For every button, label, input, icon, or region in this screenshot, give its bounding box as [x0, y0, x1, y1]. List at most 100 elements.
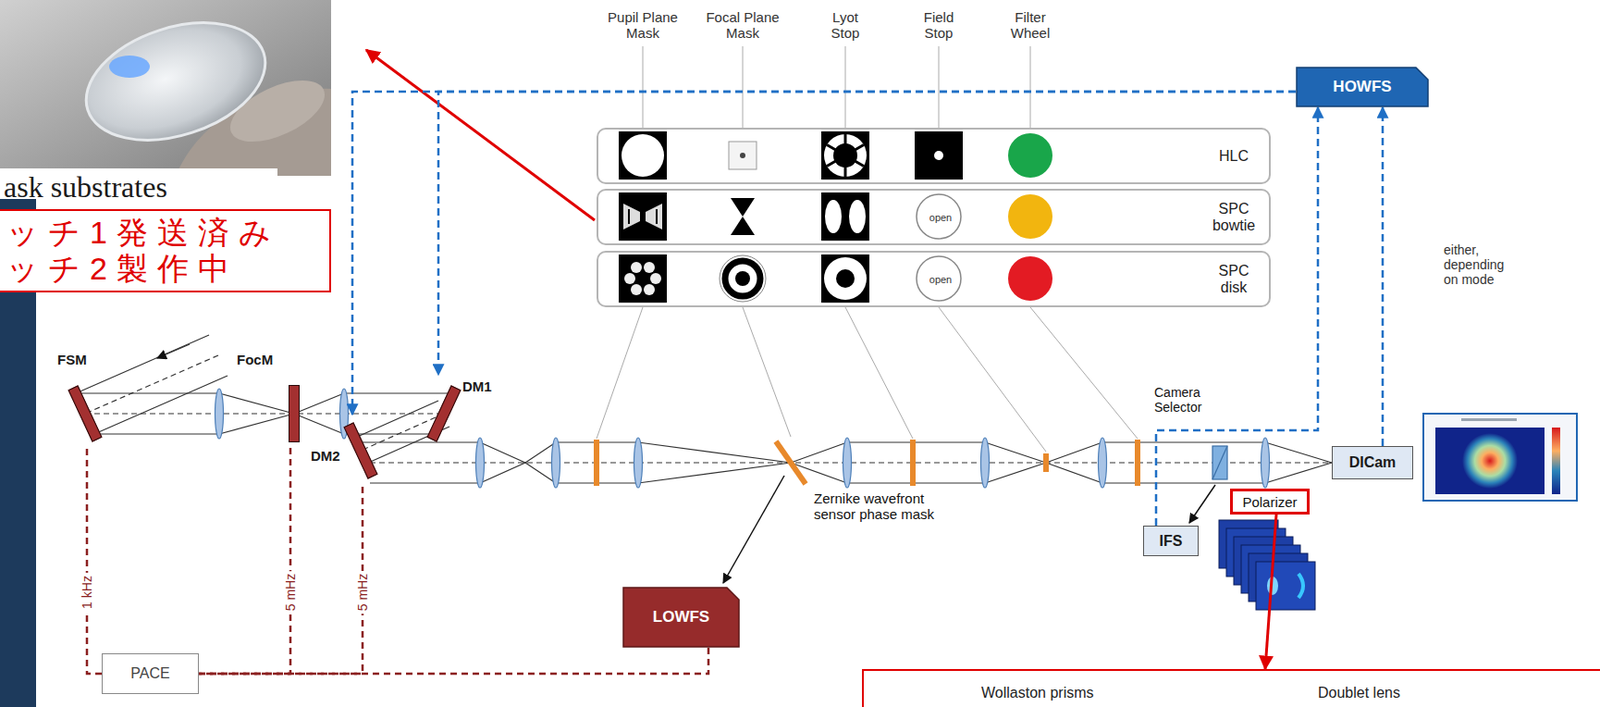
camera-selector: [1212, 445, 1228, 480]
column-header: Lyot Stop: [824, 9, 866, 42]
mask-planes: [593, 439, 1141, 486]
incoming-beam: [157, 344, 190, 358]
upper-beam: [75, 393, 454, 464]
disk-masks: [821, 254, 870, 303]
disk-masks: [650, 272, 662, 284]
bowtie-masks: [655, 209, 658, 224]
bowtie-masks: [824, 199, 842, 234]
upper-beam: [75, 392, 220, 394]
camera-box: IFS: [1143, 525, 1199, 556]
column-guides: [938, 46, 940, 128]
bowtie-masks: [618, 192, 1053, 241]
camera-name: DICam: [1349, 454, 1397, 471]
zernike-arrow: [723, 475, 785, 583]
substrate-photo: [0, 168, 278, 208]
column-header: Pupil Plane Mask: [603, 9, 683, 42]
disk-masks: [618, 254, 667, 303]
bowtie-masks: [730, 197, 755, 235]
mode-name: HLC: [1207, 147, 1260, 164]
bowtie-masks: [645, 203, 663, 230]
upper-beam: [294, 393, 345, 414]
hlc-masks: [826, 145, 864, 167]
photo-caption: ask substrates: [3, 170, 168, 205]
dicam-image: [1462, 432, 1518, 489]
main-beam: [847, 481, 985, 483]
sensor-name: LOWFS: [652, 607, 710, 627]
upper-beam: [355, 400, 439, 438]
sensor-name: HOWFS: [1332, 77, 1391, 97]
lenses: [634, 437, 643, 488]
bowtie-masks: [730, 197, 743, 235]
lenses: [1261, 437, 1270, 488]
main-beam: [847, 441, 985, 443]
disk-masks: [1008, 256, 1053, 301]
upper-beam: [294, 413, 345, 434]
main-beam: [1102, 481, 1266, 483]
part-name: Doublet lens: [1317, 684, 1401, 702]
mirror-node: FSM: [51, 351, 106, 444]
camera-name: IFS: [1159, 532, 1183, 550]
disk-masks: [624, 272, 636, 284]
bowtie-masks: [1008, 194, 1053, 239]
column-guides: [1030, 307, 1138, 439]
disk-masks: [630, 261, 642, 273]
mask-planes: [910, 439, 916, 486]
upper-beam: [344, 392, 454, 394]
rate-label: 5 mHz: [283, 570, 298, 614]
dicam-image: [1423, 413, 1577, 501]
upper-beam: [219, 393, 295, 414]
status-note: ッチ1発送済み ッチ2製作中: [6, 214, 322, 287]
incoming-beam: [75, 334, 210, 394]
hlc-masks: [934, 150, 944, 160]
column-guides: [596, 307, 643, 439]
bowtie-masks: [623, 203, 640, 230]
mode-row: openSPC disk: [596, 250, 1271, 308]
control-link: [86, 443, 102, 674]
dicam-image: [1423, 413, 1577, 501]
selector-arrow: [1189, 484, 1216, 523]
hlc-masks: [621, 134, 665, 177]
hlc-masks: [914, 131, 963, 180]
lenses: [215, 388, 224, 439]
incoming-beam: [85, 355, 219, 414]
hlc-masks: [821, 131, 870, 180]
mirror-node: FocM: [236, 351, 306, 444]
ifs-image-stack: [1255, 561, 1316, 610]
control-link: [198, 647, 709, 674]
hlc-masks: [826, 145, 864, 167]
lenses: [981, 437, 990, 488]
callout-arrow: [366, 49, 595, 221]
stop-note: open: [929, 210, 952, 223]
mirror-name: DM2: [310, 447, 341, 464]
hlc-masks: [618, 131, 667, 180]
bowtie-masks: [849, 199, 866, 234]
substrate-photo: [109, 55, 150, 78]
column-guides: [845, 46, 847, 128]
mask-planes: [1134, 439, 1141, 486]
control-link: [1381, 107, 1385, 446]
bowtie-masks: [618, 192, 667, 241]
upper-beam: [219, 413, 295, 434]
side-note: either, depending on mode: [1443, 242, 1522, 287]
control-link: [1265, 514, 1277, 669]
main-beam: [356, 441, 480, 443]
main-beam: [1102, 441, 1266, 443]
control-link: [438, 91, 1296, 375]
mask-planes: [593, 439, 600, 486]
dicam-image: [1435, 427, 1545, 494]
controller-box: PACE: [101, 652, 199, 694]
mask-planes: [773, 439, 808, 485]
hlc-masks: [1008, 133, 1053, 178]
main-beam: [369, 481, 480, 483]
lenses: [476, 437, 485, 488]
hlc-masks: [728, 141, 757, 170]
incoming-beam: [94, 375, 228, 434]
control-link: [1156, 107, 1318, 526]
column-guides: [1030, 46, 1032, 128]
mode-row: HLC: [596, 127, 1271, 185]
ifs-image-stack: [1218, 519, 1316, 610]
camera-box: DICam: [1331, 445, 1414, 480]
rate-label: 5 mHz: [355, 570, 370, 614]
mirror-symbol: [288, 384, 300, 443]
bowtie-masks: [821, 192, 870, 241]
